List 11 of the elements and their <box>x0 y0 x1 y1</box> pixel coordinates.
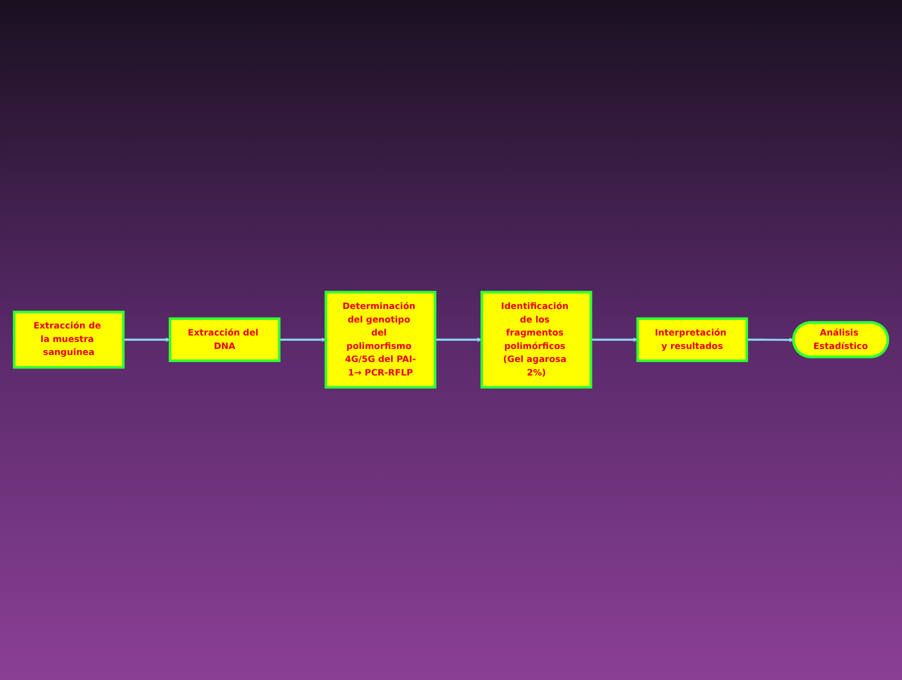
node-box <box>168 318 280 362</box>
node-box <box>480 291 592 389</box>
arrow <box>123 338 170 342</box>
arrow <box>590 338 638 342</box>
node-box <box>636 318 748 362</box>
arrow <box>435 338 482 342</box>
arrow <box>279 338 326 342</box>
flowchart-diagram: Extracción de la muestra sanguinea Extracción del DNA Determinación del genotipo del polimorfismo 4G/5G del PAI-1→ PCR-RFLP Identificación de los fragmentos polimórficos (Gel agarosa 2%) Interpretación y resultados Análisis Estadístico <box>10 288 892 392</box>
node-box <box>324 291 436 389</box>
arrow <box>746 338 794 342</box>
node-box <box>12 311 125 369</box>
